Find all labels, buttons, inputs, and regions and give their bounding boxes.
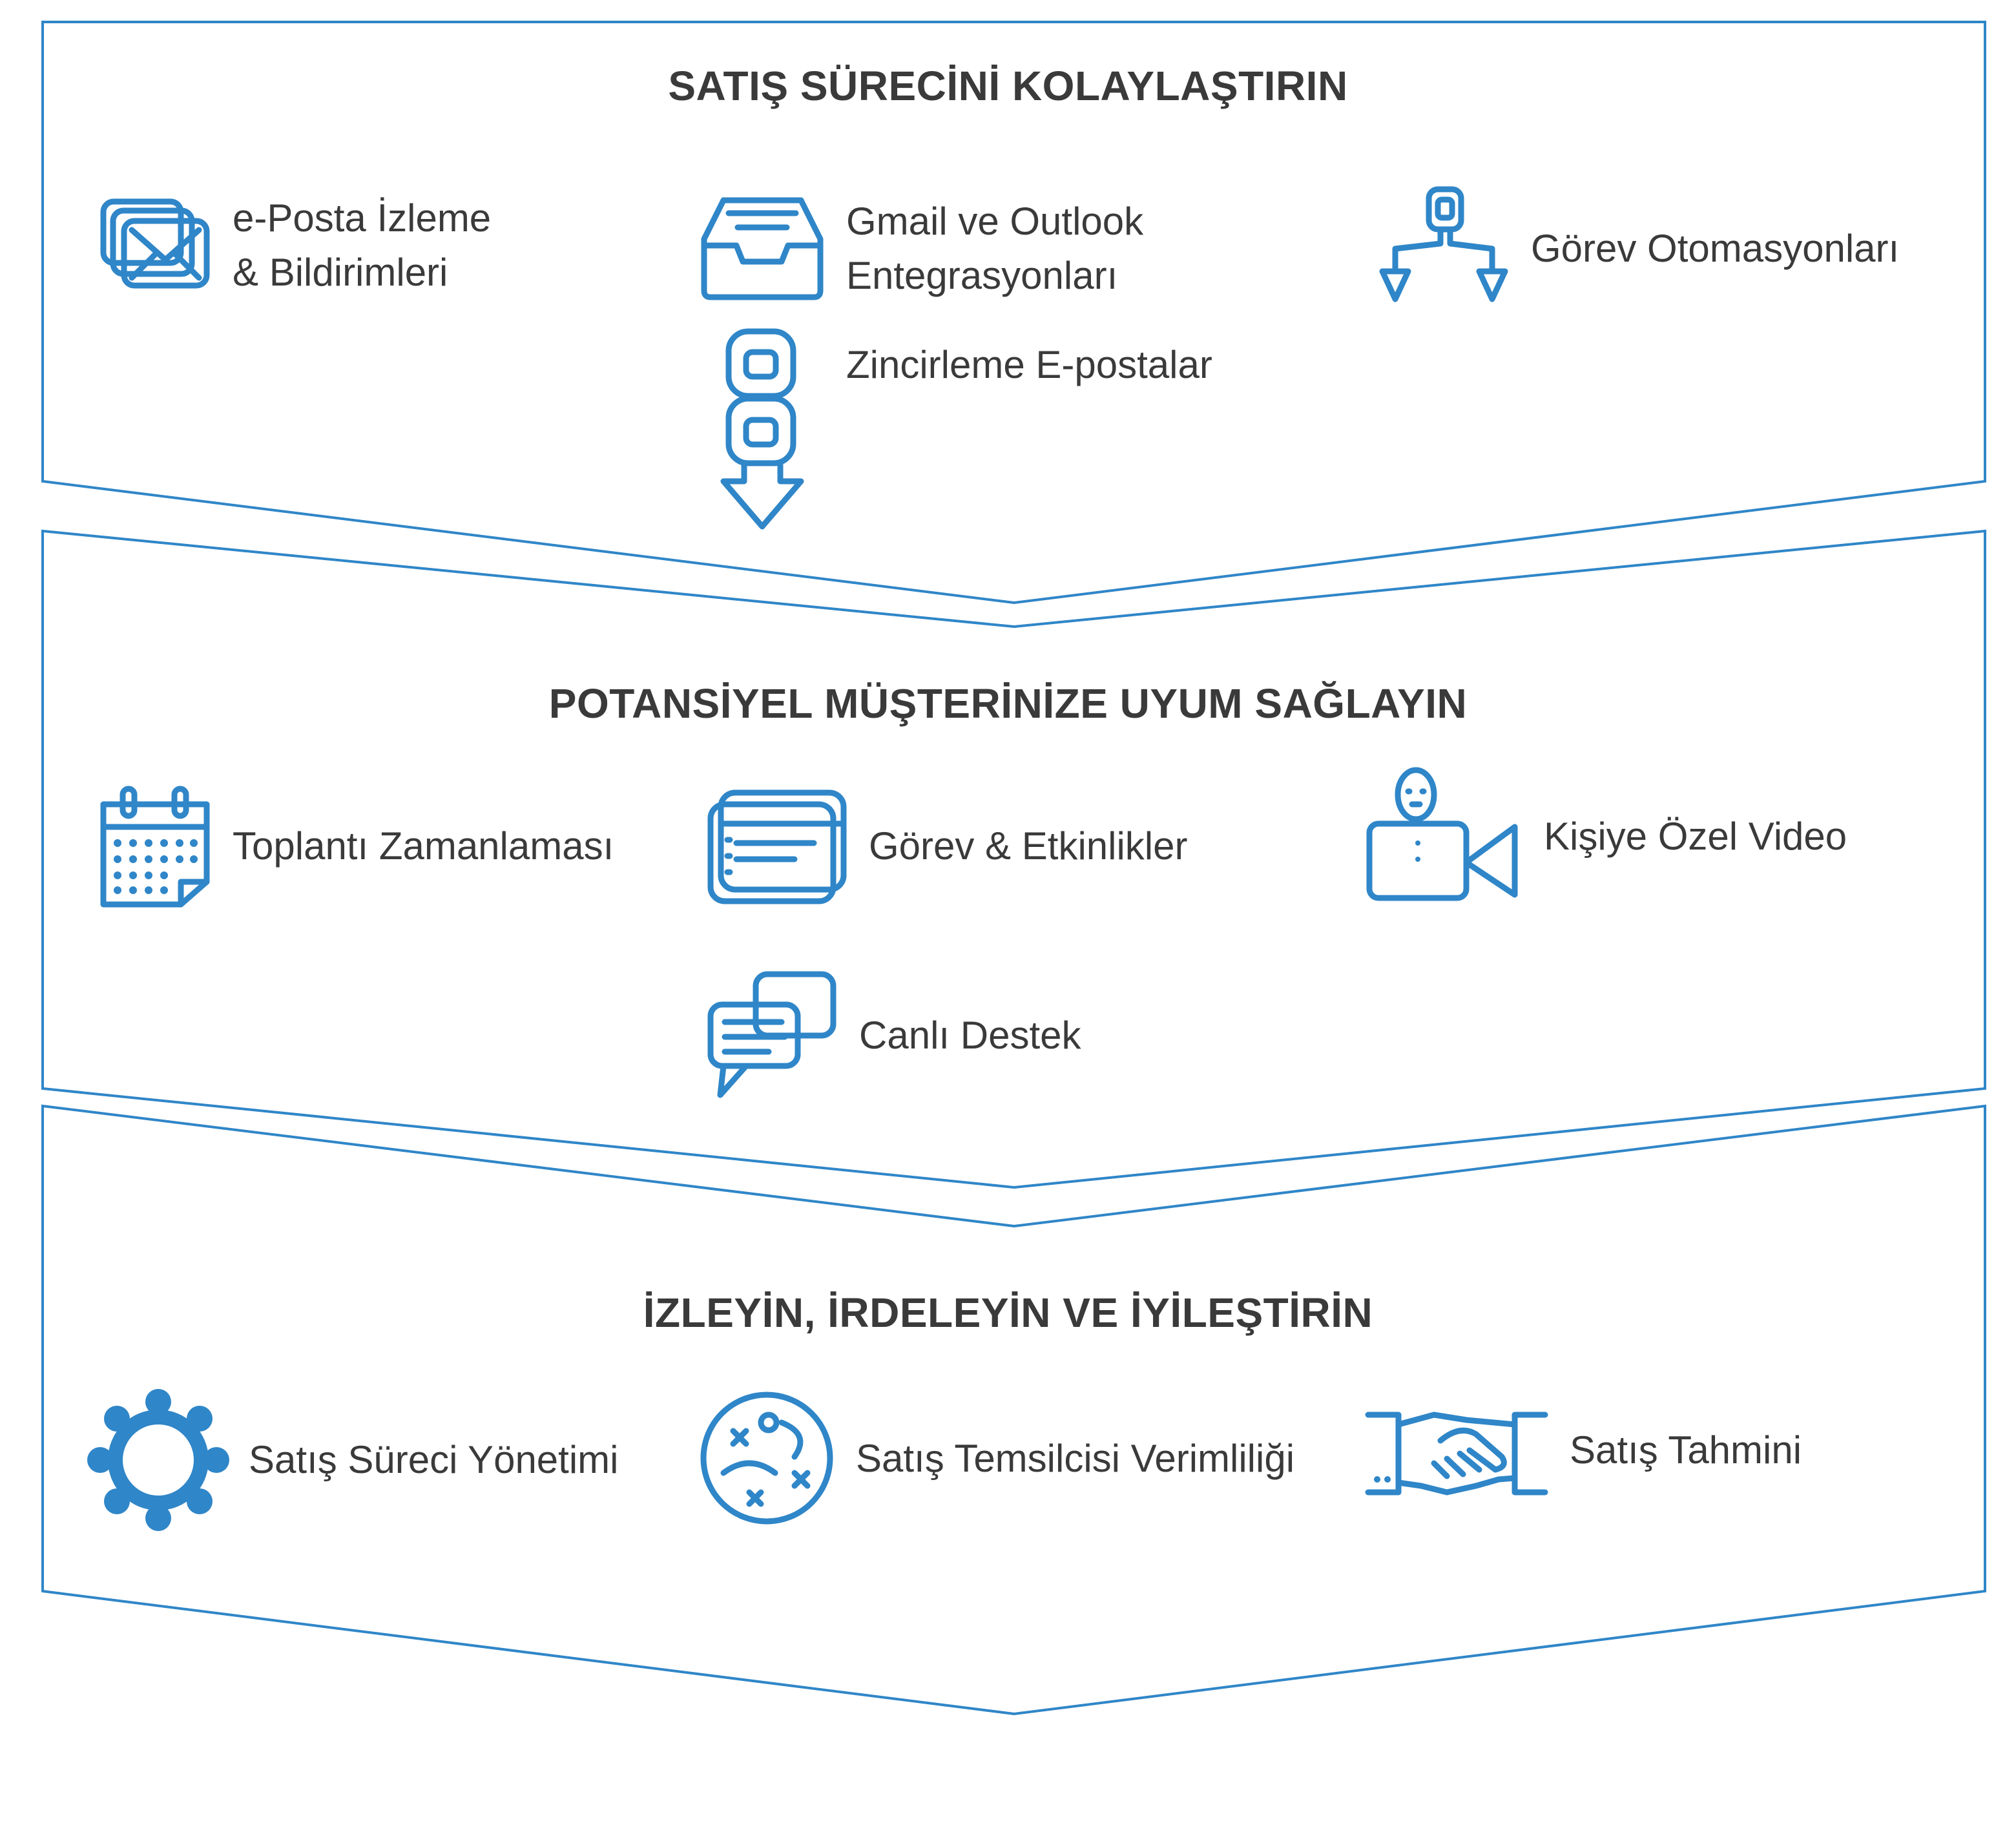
envelopes-icon [97,187,213,304]
item-sales-process-mgmt: Satış Süreci Yönetimi [87,1389,619,1531]
item-label: e-Posta İzleme & Bildirimleri [233,191,491,300]
section-title-1: SATIŞ SÜRECİNİ KOLAYLAŞTIRIN [668,63,1348,109]
label-line-1: Kişiye Özel Video [1544,815,1847,858]
label-line-1: Görev & Etkinlikler [869,824,1188,868]
label-line-1: Görev Otomasyonları [1531,227,1900,270]
section-title-2: POTANSİYEL MÜŞTERİNİZE UYUM SAĞLAYIN [548,680,1468,727]
chat-bubbles-icon [704,969,840,1101]
section-title-3: İZLEYİN, İRDELEYİN VE İYİLEŞTİRİN [643,1289,1373,1336]
gear-icon [87,1389,229,1531]
label-line-1: Zincirleme E-postalar [846,343,1212,386]
label-line-1: Satış Süreci Yönetimi [249,1438,619,1481]
calendar-icon [97,785,213,908]
label-line-1: Gmail ve Outlook [846,200,1144,243]
item-rep-productivity: Satış Temsilcisi Verimliliği [698,1389,1294,1528]
strategy-board-icon [698,1389,837,1528]
branch-arrows-icon [1376,184,1512,313]
label-line-1: e-Posta İzleme [233,196,492,240]
item-email-tracking: e-Posta İzleme & Bildirimleri [97,187,491,304]
chain-arrow-icon [717,326,807,533]
label-line-2: Entegrasyonları [846,254,1118,297]
section-frame-2 [41,529,1986,1189]
item-label: Satış Tahmini [1570,1423,1802,1477]
item-tasks-events: Görev & Etkinlikler [704,785,1187,908]
section-frame-1 [41,21,1986,605]
item-label: Kişiye Özel Video [1544,809,1847,864]
handshake-icon [1363,1402,1550,1499]
item-label: Görev Otomasyonları [1531,222,1899,276]
inbox-tray-icon [698,187,827,310]
item-chain-emails: Zincirleme E-postalar [717,326,1212,533]
video-person-icon [1363,766,1524,908]
item-meeting-scheduling: Toplantı Zamanlaması [97,785,614,908]
item-task-automation: Görev Otomasyonları [1376,184,1899,313]
label-line-1: Canlı Destek [859,1013,1081,1057]
label-line-1: Satış Tahmini [1570,1428,1802,1472]
label-line-1: Toplantı Zamanlaması [233,824,614,868]
section-frame-3 [41,1104,1986,1716]
item-label: Zincirleme E-postalar [846,338,1212,392]
item-label: Gmail ve Outlook Entegrasyonları [846,194,1143,303]
label-line-2: & Bildirimleri [233,251,448,294]
item-personal-video: Kişiye Özel Video [1363,766,1847,908]
item-label: Toplantı Zamanlaması [233,819,614,873]
item-label: Canlı Destek [859,1008,1081,1063]
item-label: Satış Temsilcisi Verimliliği [856,1432,1294,1486]
item-gmail-outlook: Gmail ve Outlook Entegrasyonları [698,187,1143,310]
item-live-support: Canlı Destek [704,969,1081,1101]
item-label: Görev & Etkinlikler [869,819,1187,873]
task-cards-icon [704,785,849,908]
item-sales-forecast: Satış Tahmini [1363,1402,1802,1499]
item-label: Satış Süreci Yönetimi [249,1433,619,1487]
label-line-1: Satış Temsilcisi Verimliliği [856,1436,1295,1480]
